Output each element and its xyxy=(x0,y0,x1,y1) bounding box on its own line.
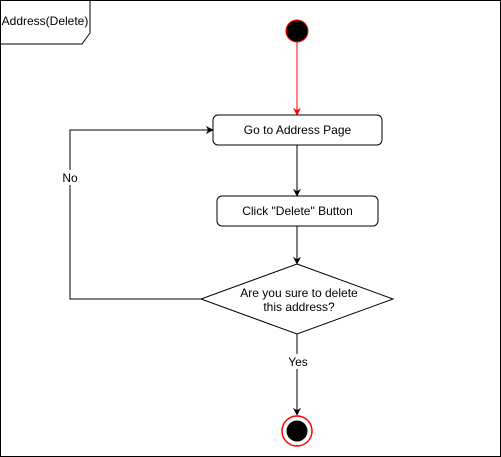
decision-label-line1: Are you sure to delete xyxy=(240,286,358,300)
initial-node[interactable] xyxy=(285,19,309,43)
edge-yes-label: Yes xyxy=(288,355,308,369)
frame-title: Address(Delete) xyxy=(2,14,89,28)
final-node-core xyxy=(286,420,308,442)
edge-no-label: No xyxy=(62,171,78,185)
edge-no-loop xyxy=(69,126,214,300)
edge-yes-label-bg xyxy=(286,354,310,369)
action-go-to-address-page-label: Go to Address Page xyxy=(244,123,352,137)
action-click-delete-button-label: Click "Delete" Button xyxy=(242,204,353,218)
decision-label-line2: this address? xyxy=(263,300,335,314)
edge-no-label-bg xyxy=(60,170,82,185)
frame-title-tab xyxy=(0,0,91,45)
